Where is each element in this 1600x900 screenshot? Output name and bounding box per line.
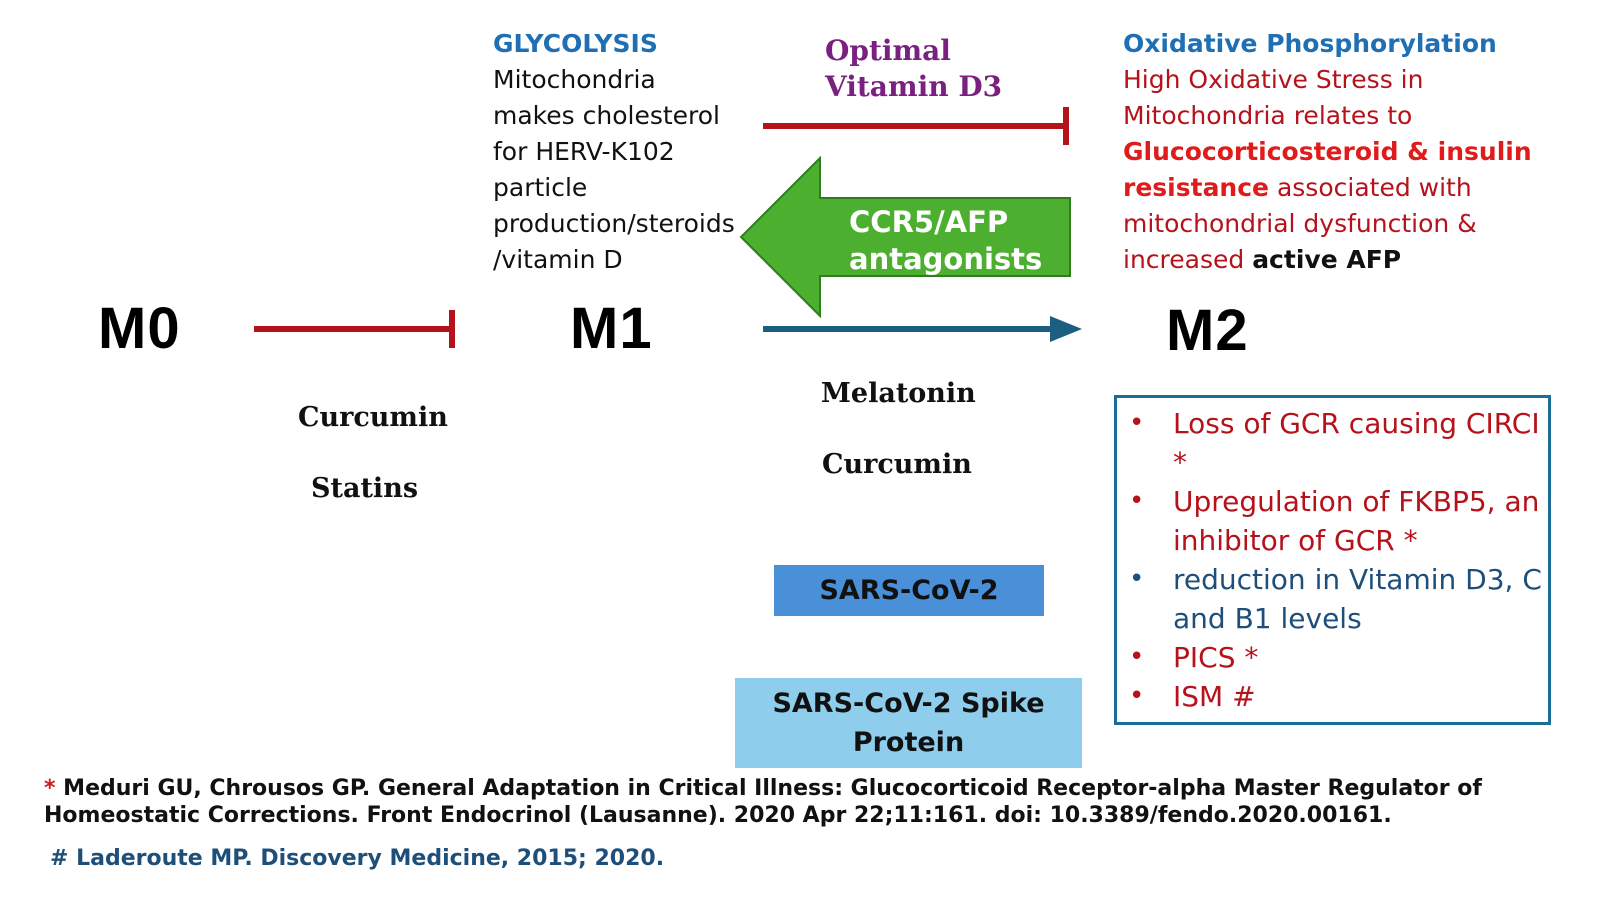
m0-inhibitor-statins: Statins xyxy=(311,473,419,504)
list-item-text: Upregulation of FKBP5, an inhibitor of G… xyxy=(1173,485,1540,557)
bullet-icon: • xyxy=(1129,642,1145,672)
list-item: • Upregulation of FKBP5, an inhibitor of… xyxy=(1117,482,1548,560)
ccr5-afp-arrow-label: CCR5/AFP antagonists xyxy=(849,204,1042,278)
glycolysis-heading: GLYCOLYSIS xyxy=(493,29,658,58)
bullet-icon: • xyxy=(1129,486,1145,516)
oxphos-line: mitochondrial dysfunction & xyxy=(1123,209,1477,238)
oxphos-line-bold: Glucocorticosteroid & insulin xyxy=(1123,137,1532,166)
list-item: • reduction in Vitamin D3, C and B1 leve… xyxy=(1117,560,1548,638)
glycolysis-block: GLYCOLYSIS Mitochondria makes cholestero… xyxy=(493,26,753,278)
reference-1-line2: Homeostatic Corrections. Front Endocrino… xyxy=(44,803,1392,828)
bullet-icon: • xyxy=(1129,681,1145,711)
stage-m0-label: M0 xyxy=(98,296,181,361)
oxphos-resistance-bold: resistance xyxy=(1123,173,1270,202)
glycolysis-line: for HERV-K102 xyxy=(493,137,675,166)
list-item-text: reduction in Vitamin D3, C and B1 levels xyxy=(1173,563,1542,635)
sars-cov-2-box: SARS-CoV-2 xyxy=(774,565,1044,616)
arrow-label-line1: CCR5/AFP xyxy=(849,205,1009,239)
glycolysis-line: particle xyxy=(493,173,588,202)
list-item: • Loss of GCR causing CIRCI * xyxy=(1117,404,1548,482)
vitamin-d3-label: Optimal Vitamin D3 xyxy=(825,33,1002,105)
ccr5-afp-green-arrow xyxy=(739,155,1071,319)
list-item: • PICS * xyxy=(1117,638,1548,677)
glycolysis-line: Mitochondria xyxy=(493,65,656,94)
oxphos-line: increased xyxy=(1123,245,1253,274)
reference-2: # Laderoute MP. Discovery Medicine, 2015… xyxy=(50,846,665,871)
vitamin-d3-inhibition-connector xyxy=(763,107,1069,145)
glycolysis-line: /vitamin D xyxy=(493,245,623,274)
reference-star: * xyxy=(44,776,56,801)
active-afp-label: active AFP xyxy=(1252,245,1402,274)
bullet-icon: • xyxy=(1129,564,1145,594)
reference-1: * Meduri GU, Chrousos GP. General Adapta… xyxy=(44,775,1584,829)
list-item: • ISM # xyxy=(1117,677,1548,716)
m1-modifier-melatonin: Melatonin xyxy=(821,378,976,409)
glycolysis-line: production/steroids xyxy=(493,209,735,238)
list-item-text: Loss of GCR causing CIRCI * xyxy=(1173,407,1540,479)
list-item-text: PICS * xyxy=(1173,641,1259,674)
m0-m1-inhibition-connector xyxy=(254,310,455,348)
spike-box-label: SARS-CoV-2 Spike Protein xyxy=(772,688,1045,758)
vitamin-d3-line2: Vitamin D3 xyxy=(825,70,1003,103)
bullet-icon: • xyxy=(1129,408,1145,438)
m1-to-m2-arrow xyxy=(763,316,1082,342)
stage-m1-label: M1 xyxy=(570,296,653,361)
sars-cov-2-spike-box: SARS-CoV-2 Spike Protein xyxy=(735,678,1082,768)
m2-consequences-list: • Loss of GCR causing CIRCI * • Upregula… xyxy=(1117,404,1548,716)
glycolysis-line: makes cholesterol xyxy=(493,101,721,130)
list-item-text: ISM # xyxy=(1173,680,1256,713)
reference-1-line1: Meduri GU, Chrousos GP. General Adaptati… xyxy=(55,776,1482,801)
oxphos-line: associated with xyxy=(1269,173,1472,202)
oxphos-block: Oxidative Phosphorylation High Oxidative… xyxy=(1123,26,1583,278)
oxphos-line: High Oxidative Stress in xyxy=(1123,65,1424,94)
stage-m2-label: M2 xyxy=(1166,298,1249,363)
m0-inhibitor-curcumin: Curcumin xyxy=(298,402,448,433)
oxphos-line: Mitochondria relates to xyxy=(1123,101,1413,130)
arrow-label-line2: antagonists xyxy=(849,242,1043,276)
vitamin-d3-line1: Optimal xyxy=(825,34,951,67)
m2-consequences-box: • Loss of GCR causing CIRCI * • Upregula… xyxy=(1114,395,1551,725)
m1-modifier-curcumin: Curcumin xyxy=(822,449,972,480)
oxphos-heading: Oxidative Phosphorylation xyxy=(1123,29,1497,58)
